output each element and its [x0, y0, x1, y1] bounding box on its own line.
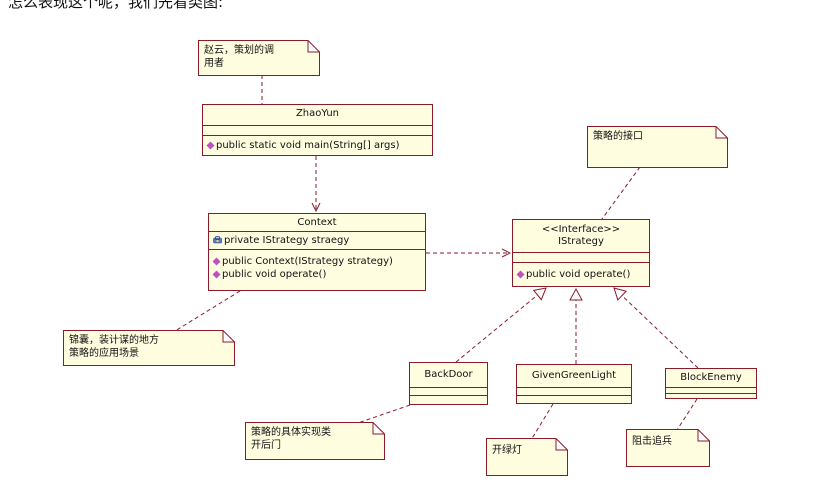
class-name: ZhaoYun — [295, 108, 340, 119]
attribute-row: private IStrategy straegy — [213, 234, 421, 247]
class-name: IStrategy — [558, 236, 604, 247]
class-name: GivenGreenLight — [531, 370, 617, 381]
class-givengreenlight[interactable]: GivenGreenLight — [516, 364, 632, 404]
real-backdoor — [455, 287, 547, 363]
note-link-block — [676, 398, 698, 431]
public-method-icon — [212, 257, 221, 266]
class-istrategy[interactable]: <<Interface>> IStrategy public void oper… — [512, 219, 650, 287]
method-row: public static void main(String[] args) — [206, 139, 428, 152]
note-block: 阻击追兵 — [626, 429, 710, 467]
note-impl: 策略的具体实现类 开后门 — [245, 422, 385, 460]
class-name: BackDoor — [424, 369, 473, 380]
class-name: BlockEnemy — [680, 372, 742, 383]
note-context: 锦囊，装计谋的地方 策略的应用场景 — [63, 330, 235, 366]
intro-text: 怎么表现这个呢，我们先看类图: — [8, 0, 224, 11]
note-interface: 策略的接口 — [587, 126, 728, 168]
public-method-icon — [206, 141, 215, 150]
class-stereotype: <<Interface>> — [541, 224, 621, 235]
note-link-green — [530, 403, 554, 441]
method-row: public void operate() — [516, 268, 645, 281]
method-row: public Context(IStrategy strategy) — [212, 255, 421, 268]
public-method-icon — [212, 270, 221, 279]
private-attribute-icon — [213, 236, 222, 244]
note-link-interface — [601, 166, 641, 220]
class-context[interactable]: Context private IStrategy straegy public… — [208, 213, 426, 291]
class-blockenemy[interactable]: BlockEnemy — [665, 368, 757, 399]
note-link-backdoor — [354, 404, 411, 425]
public-method-icon — [516, 270, 525, 279]
real-block — [613, 287, 699, 369]
method-row: public void operate() — [212, 268, 421, 281]
note-link-context — [174, 290, 241, 332]
note-green: 开绿灯 — [486, 438, 568, 476]
class-backdoor[interactable]: BackDoor — [409, 362, 488, 405]
class-name: Context — [297, 217, 337, 228]
note-zhaoyun: 赵云，策划的调 用者 — [198, 40, 320, 76]
class-zhaoyun[interactable]: ZhaoYun public static void main(String[]… — [202, 104, 433, 156]
